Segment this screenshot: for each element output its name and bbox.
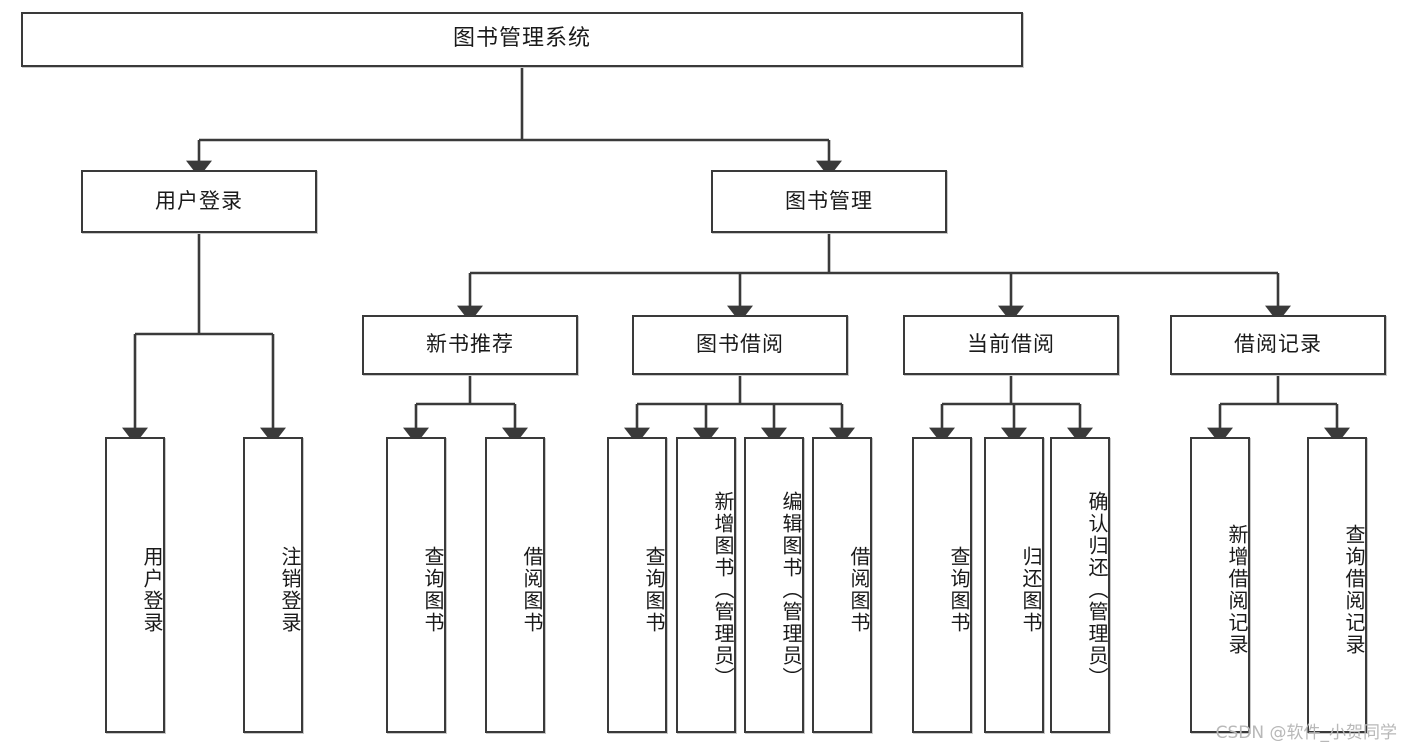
watermark: CSDN @软件_小贺同学	[1215, 723, 1397, 743]
node-leaf-bor-1[interactable]: 查询图书	[607, 437, 667, 733]
node-newbook[interactable]: 新书推荐	[362, 315, 578, 375]
node-leaf-bor-3[interactable]: 编辑图书（管理员）	[744, 437, 804, 733]
node-leaf-cur-3[interactable]: 确认归还（管理员）	[1050, 437, 1110, 733]
node-leaf-cur-2[interactable]: 归还图书	[984, 437, 1044, 733]
node-label: 查询借阅记录	[1342, 524, 1366, 656]
node-login[interactable]: 用户登录	[81, 170, 317, 233]
node-root[interactable]: 图书管理系统	[21, 12, 1023, 67]
node-label: 图书管理	[785, 188, 873, 213]
node-label: 用户登录	[140, 546, 164, 634]
node-label: 新增图书（管理员）	[711, 491, 735, 689]
node-label: 图书管理系统	[452, 26, 591, 52]
node-label: 归还图书	[1019, 546, 1043, 634]
node-label: 借阅记录	[1234, 332, 1322, 357]
node-leaf-bor-2[interactable]: 新增图书（管理员）	[676, 437, 736, 733]
node-label: 编辑图书（管理员）	[779, 491, 803, 689]
node-label: 注销登录	[278, 546, 302, 634]
node-leaf-rec-1[interactable]: 新增借阅记录	[1190, 437, 1250, 733]
node-label: 查询图书	[947, 546, 971, 634]
node-label: 查询图书	[642, 546, 666, 634]
node-leaf-new-2[interactable]: 借阅图书	[485, 437, 545, 733]
node-borrow[interactable]: 图书借阅	[632, 315, 848, 375]
node-bookmgmt[interactable]: 图书管理	[711, 170, 947, 233]
node-current[interactable]: 当前借阅	[903, 315, 1119, 375]
node-label: 图书借阅	[696, 332, 784, 357]
node-label: 确认归还（管理员）	[1085, 491, 1109, 689]
node-leaf-rec-2[interactable]: 查询借阅记录	[1307, 437, 1367, 733]
node-leaf-new-1[interactable]: 查询图书	[386, 437, 446, 733]
node-leaf-login-2[interactable]: 注销登录	[243, 437, 303, 733]
node-label: 借阅图书	[847, 546, 871, 634]
node-label: 用户登录	[155, 188, 243, 213]
node-label: 当前借阅	[967, 332, 1055, 357]
node-label: 新增借阅记录	[1225, 524, 1249, 656]
node-records[interactable]: 借阅记录	[1170, 315, 1386, 375]
node-label: 查询图书	[421, 546, 445, 634]
node-label: 新书推荐	[426, 332, 514, 357]
node-leaf-login-1[interactable]: 用户登录	[105, 437, 165, 733]
node-leaf-bor-4[interactable]: 借阅图书	[812, 437, 872, 733]
node-label: 借阅图书	[520, 546, 544, 634]
node-leaf-cur-1[interactable]: 查询图书	[912, 437, 972, 733]
